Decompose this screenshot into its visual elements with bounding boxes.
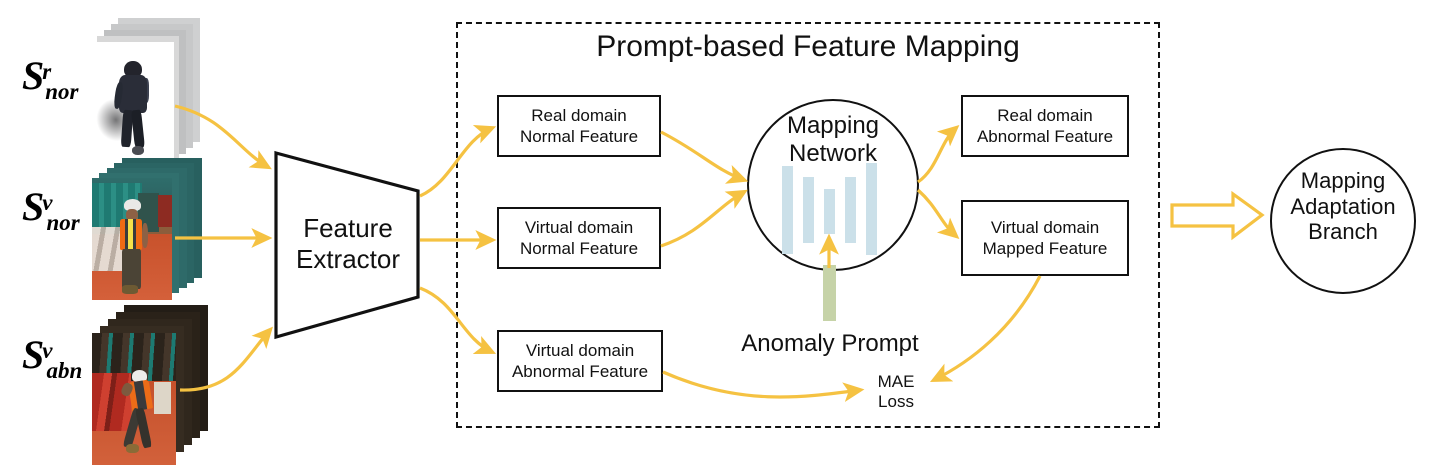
- branch-line-3: Branch: [1308, 219, 1378, 245]
- symbol-superscript: r: [42, 58, 52, 84]
- mapping-adaptation-branch-label: Mapping Adaptation Branch: [1270, 168, 1416, 245]
- feature-box-line-2: Normal Feature: [519, 239, 639, 258]
- branch-line-1: Mapping: [1300, 168, 1386, 193]
- feature-box-line-1: Virtual domain: [525, 340, 635, 360]
- feature-box-line-1: Virtual domain: [524, 217, 634, 237]
- feature-box-line-1: Real domain: [531, 105, 627, 125]
- thumbnail-stack-virtual-abnormal: [92, 305, 208, 467]
- feature-extractor-shape: [274, 150, 420, 340]
- symbol-subscript: nor: [46, 210, 80, 235]
- symbol-base: S: [22, 53, 45, 98]
- network-bar-5: [866, 163, 877, 255]
- block-arrow-to-branch: [1170, 190, 1265, 241]
- input-symbol-virtual-normal: Svnor: [22, 184, 88, 235]
- network-bar-3: [824, 189, 835, 234]
- section-title: Prompt-based Feature Mapping: [596, 30, 1020, 63]
- feature-box-virtual-abnormal[interactable]: Virtual domain Abnormal Feature: [497, 330, 663, 392]
- symbol-base: S: [22, 332, 45, 377]
- symbol-subscript: nor: [45, 79, 79, 104]
- symbol-base: S: [22, 184, 45, 229]
- input-symbol-real-normal: Srnor: [22, 53, 86, 104]
- feature-box-line-1: Virtual domain: [990, 217, 1100, 237]
- feature-box-virtual-normal[interactable]: Virtual domain Normal Feature: [497, 207, 661, 269]
- feature-extractor-label: Feature Extractor: [268, 213, 428, 274]
- mae-loss-line-1: MAE: [877, 372, 915, 391]
- thumbnail-image-virtual-normal: [92, 178, 172, 300]
- input-symbol-virtual-abnormal: Svabn: [22, 332, 90, 383]
- thumbnail-stack-virtual-normal: [92, 158, 204, 300]
- symbol-subscript: abn: [46, 358, 83, 383]
- thumbnail-image-real-normal: [92, 42, 174, 166]
- network-bar-1: [782, 166, 793, 254]
- feature-extractor-line-1: Feature: [303, 213, 393, 243]
- feature-box-line-2: Normal Feature: [519, 127, 639, 146]
- mapping-network-line-2: Network: [788, 139, 878, 167]
- feature-extractor-line-2: Extractor: [295, 243, 401, 274]
- branch-line-2: Adaptation: [1290, 193, 1396, 219]
- feature-extractor-block[interactable]: Feature Extractor: [268, 145, 428, 345]
- feature-box-line-2: Abnormal Feature: [511, 362, 649, 381]
- mapping-adaptation-branch-circle[interactable]: [1270, 148, 1416, 294]
- symbol-superscript: v: [42, 189, 53, 215]
- feature-box-real-normal[interactable]: Real domain Normal Feature: [497, 95, 661, 157]
- feature-box-line-2: Abnormal Feature: [976, 127, 1114, 146]
- mapping-network-label: Mapping Network: [747, 112, 919, 168]
- anomaly-prompt-label: Anomaly Prompt: [741, 330, 919, 357]
- network-bar-4: [845, 177, 856, 243]
- mapping-network-line-1: Mapping: [786, 112, 880, 139]
- feature-box-line-2: Mapped Feature: [982, 239, 1108, 258]
- anomaly-prompt-bar: [823, 265, 836, 321]
- feature-box-real-abnormal[interactable]: Real domain Abnormal Feature: [961, 95, 1129, 157]
- feature-box-virtual-mapped[interactable]: Virtual domain Mapped Feature: [961, 200, 1129, 276]
- thumbnail-stack-real-normal: [92, 18, 200, 168]
- thumbnail-image-virtual-abnormal: [92, 333, 176, 465]
- network-bar-2: [803, 177, 814, 243]
- mae-loss-label: MAE Loss: [866, 372, 926, 413]
- mae-loss-line-2: Loss: [878, 392, 914, 412]
- symbol-superscript: v: [42, 337, 53, 363]
- feature-box-line-1: Real domain: [997, 105, 1093, 125]
- prompt-based-feature-mapping-section: [456, 22, 1160, 428]
